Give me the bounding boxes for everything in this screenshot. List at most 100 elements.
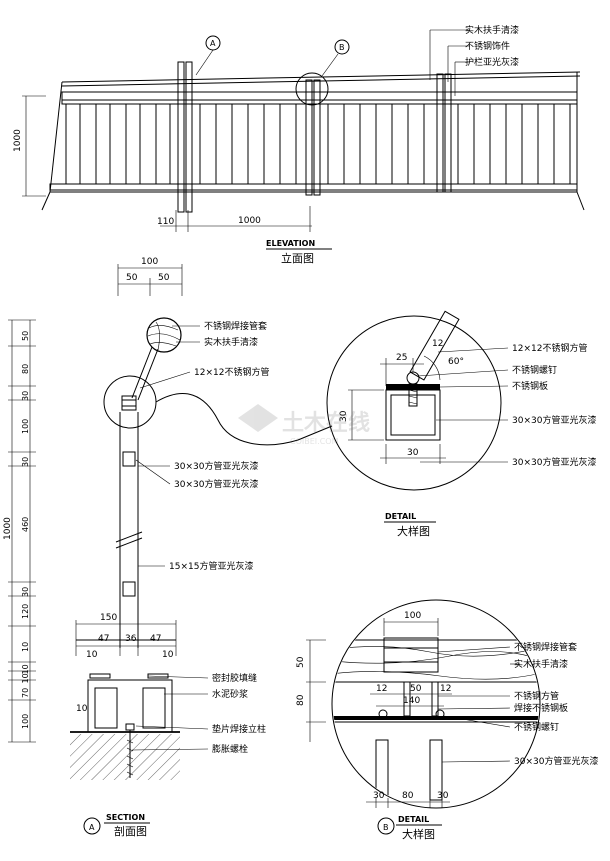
- section-left-dim: 100: [21, 419, 30, 434]
- detail-b-leader: [437, 707, 511, 710]
- section-leader: [131, 748, 209, 751]
- detail-b-dim-9: 30: [437, 791, 449, 801]
- detail-b-label: 焊接不锈钢板: [514, 702, 568, 714]
- detail-b-dim-6: 140: [403, 696, 420, 706]
- section-title-en: SECTION: [106, 813, 145, 822]
- callout-b-bubble: [334, 39, 350, 55]
- section-callout-bubble: [83, 817, 101, 835]
- detail-a-dim-3: 30: [407, 448, 419, 458]
- section-leader: [139, 371, 191, 389]
- section-callout-label: A: [89, 823, 95, 832]
- section-left-dim: 120: [21, 604, 30, 619]
- section-label: 膨胀螺栓: [212, 743, 248, 755]
- elev-dim-spacing: 1000: [238, 216, 261, 226]
- elevation-title-cn: 立面图: [281, 251, 314, 265]
- section-left-dim: 10: [21, 642, 30, 652]
- detail-a-dim-2: 30: [339, 410, 349, 422]
- section-left-dim: 30: [21, 587, 30, 597]
- section-left-dim: 460: [21, 517, 30, 532]
- detail-b-label: 不锈钢方管: [514, 690, 559, 702]
- section-leader: [147, 675, 209, 679]
- detail-a-label: 不锈钢板: [512, 380, 548, 392]
- section-left-dim: 50: [21, 331, 30, 341]
- section-label: 12×12不锈钢方管: [194, 366, 269, 378]
- section-label: 密封胶填缝: [212, 672, 257, 684]
- elev-label-0: 实木扶手清漆: [465, 24, 519, 36]
- base-dim-1: 47: [98, 634, 109, 644]
- elev-dim-height: 1000: [13, 129, 23, 152]
- base-dim-5: 10: [162, 650, 174, 660]
- base-dim-4: 10: [86, 650, 98, 660]
- elev-label-1: 不锈钢饰件: [465, 40, 510, 52]
- section-title-cn: 剖面图: [114, 824, 147, 838]
- detail-a-title-en: DETAIL: [385, 512, 416, 521]
- section-left-dim: 100: [21, 714, 30, 729]
- detail-a-title-cn: 大样图: [397, 524, 430, 538]
- section-leader: [135, 459, 171, 485]
- elevation-view: A B 实木扶手清漆 不锈钢饰件 护栏亚光灰漆 1000 110 1000 EL…: [13, 24, 585, 265]
- section-top-dim-1: 50: [126, 273, 138, 283]
- detail-a-dim-0: 25: [396, 353, 407, 363]
- detail-b-dim-8: 80: [402, 791, 414, 801]
- detail-b-label: 30×30方管亚光灰漆: [514, 755, 598, 767]
- elev-label-2: 护栏亚光灰漆: [465, 56, 519, 68]
- detail-b-view: 100 50 80 12 50 12 140 30 80 30 不锈钢焊接管套实…: [296, 599, 598, 841]
- detail-b-label: 不锈钢螺钉: [514, 721, 559, 733]
- detail-b-leader: [437, 646, 511, 653]
- detail-a-label: 不锈钢螺钉: [512, 364, 557, 376]
- base-dim-3: 47: [150, 634, 161, 644]
- base-dim-0: 150: [100, 613, 117, 623]
- section-label: 实木扶手清漆: [204, 336, 258, 348]
- detail-b-title-cn: 大样图: [402, 827, 435, 841]
- section-left-dim: 10: [21, 673, 30, 683]
- detail-a-label: 30×30方管亚光灰漆: [512, 414, 596, 426]
- detail-b-dim-0: 100: [404, 611, 421, 621]
- detail-b-leader: [441, 760, 511, 763]
- section-label: 水泥砂浆: [212, 688, 248, 700]
- section-top-dim-2: 50: [158, 273, 170, 283]
- detail-a-leader: [437, 347, 509, 353]
- detail-a-label: 30×30方管亚光灰漆: [512, 456, 596, 468]
- section-label: 不锈钢焊接管套: [204, 320, 267, 332]
- detail-b-callout-label: B: [383, 823, 389, 832]
- elev-dim-offset: 110: [157, 217, 174, 227]
- section-small-dim: 10: [76, 704, 88, 714]
- section-leader: [135, 725, 209, 730]
- section-label: 30×30方管亚光灰漆: [174, 460, 258, 472]
- detail-b-label: 不锈钢焊接管套: [514, 641, 577, 653]
- callout-a-label: A: [210, 39, 216, 48]
- watermark-text: 土木在线: [282, 410, 370, 436]
- elevation-title-en: ELEVATION: [266, 239, 315, 248]
- detail-a-leader: [439, 385, 509, 388]
- detail-b-dim-4: 50: [410, 684, 422, 694]
- section-label: 15×15方管亚光灰漆: [169, 560, 253, 572]
- detail-b-dim-7: 30: [373, 791, 385, 801]
- detail-b-dim-5: 12: [440, 684, 451, 694]
- section-left-dim: 30: [21, 391, 30, 401]
- watermark: 土木在线 COIBEI.COM: [238, 404, 370, 446]
- section-left-dim: 10: [21, 664, 30, 674]
- detail-b-dim-2: 80: [296, 694, 306, 706]
- section-left-dim: 80: [21, 364, 30, 374]
- handrail-section: [146, 317, 182, 353]
- detail-b-dim-3: 12: [376, 684, 387, 694]
- detail-a-dim-1: 12: [432, 339, 443, 349]
- watermark-sub: COIBEI.COM: [290, 437, 339, 446]
- base-dim-2: 36: [125, 634, 137, 644]
- section-view: 100 50 50 1000 5080301003046030120101010…: [3, 257, 333, 838]
- section-left-dim: 70: [21, 688, 30, 698]
- detail-a-label: 12×12不锈钢方管: [512, 342, 587, 354]
- section-top-dim-0: 100: [141, 257, 158, 267]
- detail-b-leader: [443, 715, 511, 728]
- section-label: 30×30方管亚光灰漆: [174, 478, 258, 490]
- detail-b-dim-1: 50: [296, 656, 306, 668]
- detail-b-title-en: DETAIL: [398, 815, 429, 824]
- detail-b-callout-bubble: [377, 817, 395, 835]
- detail-b-label: 实木扶手清漆: [514, 658, 568, 670]
- callout-b-circle: [295, 72, 329, 106]
- section-overall-dim: 1000: [3, 517, 13, 540]
- detail-a-angle: 60°: [448, 357, 464, 367]
